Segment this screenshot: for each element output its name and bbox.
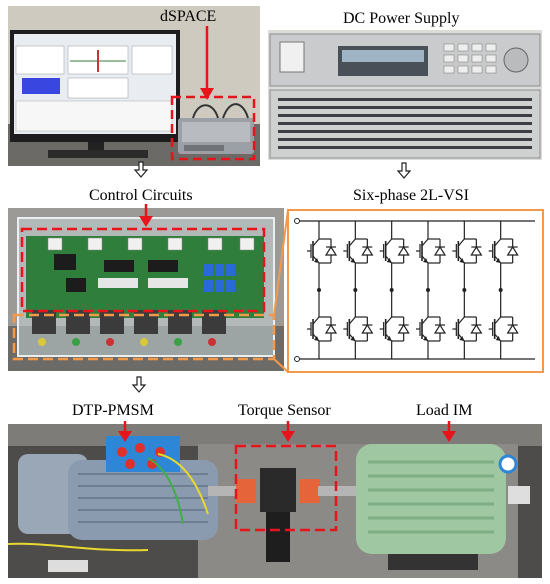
igbt-leg2-lower bbox=[343, 316, 374, 342]
arrow-psu-to-vsi bbox=[396, 162, 412, 179]
leg4-output-node bbox=[426, 288, 430, 292]
leg1-output-node bbox=[317, 288, 321, 292]
igbt-leg4-upper bbox=[416, 238, 447, 264]
six-phase-vsi-schematic bbox=[287, 209, 544, 373]
label-load-im: Load IM bbox=[416, 402, 473, 419]
dspace-photo bbox=[8, 6, 260, 166]
igbt-leg3-lower bbox=[379, 316, 410, 342]
dspace-photo-illustration bbox=[8, 6, 260, 166]
dspace-arrow-head bbox=[200, 88, 214, 100]
label-control-circuits: Control Circuits bbox=[89, 187, 193, 204]
label-dc-power-supply: DC Power Supply bbox=[343, 10, 460, 27]
motor-bench-photo bbox=[8, 424, 542, 578]
dc-power-supply-illustration bbox=[268, 30, 542, 160]
load-im-arrow-head bbox=[442, 431, 456, 442]
igbt-leg5-upper bbox=[452, 238, 483, 264]
torque-arrow-head bbox=[281, 431, 295, 442]
leg6-output-node bbox=[498, 288, 503, 292]
zoom-line-bottom bbox=[273, 358, 289, 373]
control-arrow-head bbox=[139, 216, 153, 227]
label-dtp-pmsm: DTP-PMSM bbox=[72, 402, 154, 419]
leg3-output-node bbox=[389, 288, 394, 292]
control-board-dashed-box bbox=[20, 227, 266, 313]
igbt-leg3-upper bbox=[379, 238, 410, 264]
igbt-leg6-upper bbox=[488, 238, 519, 264]
zoom-line-top bbox=[273, 209, 289, 316]
terminal-positive bbox=[294, 218, 300, 224]
igbt-leg4-lower bbox=[416, 316, 447, 342]
control-circuits-illustration bbox=[8, 208, 284, 371]
leg5-output-node bbox=[462, 288, 467, 292]
control-circuits-photo bbox=[8, 208, 284, 371]
arrow-control-to-motor bbox=[131, 376, 147, 393]
igbt-leg1-lower bbox=[307, 316, 338, 342]
dc-power-supply-photo bbox=[268, 30, 542, 160]
igbt-leg2-upper bbox=[343, 238, 374, 264]
label-dspace: dSPACE bbox=[160, 8, 217, 25]
driver-modules-dashed-box bbox=[12, 313, 276, 361]
dspace-dashed-box bbox=[170, 95, 256, 161]
torque-sensor-dashed-box bbox=[234, 444, 338, 532]
arrow-dspace-to-control bbox=[133, 161, 149, 178]
pmsm-arrow-head bbox=[118, 431, 132, 442]
label-six-phase-vsi: Six-phase 2L-VSI bbox=[353, 187, 469, 204]
motor-bench-illustration bbox=[8, 424, 542, 578]
label-torque-sensor: Torque Sensor bbox=[238, 402, 331, 419]
terminal-negative bbox=[294, 356, 300, 362]
igbt-leg1-upper bbox=[307, 238, 338, 264]
vsi-circuit bbox=[294, 218, 535, 362]
igbt-leg5-lower bbox=[452, 316, 483, 342]
igbt-leg6-lower bbox=[488, 316, 519, 342]
leg2-output-node bbox=[353, 288, 358, 292]
